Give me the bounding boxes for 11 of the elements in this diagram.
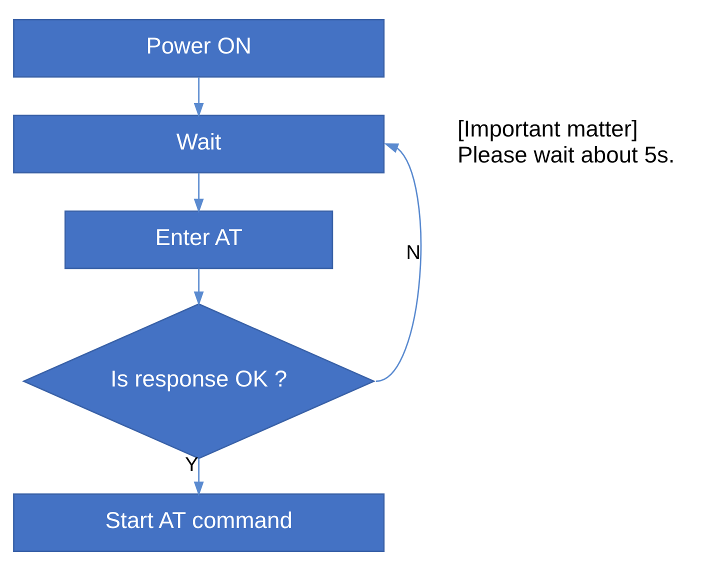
arrow [194,268,204,306]
node-box: Wait [13,114,385,173]
edge-label: N [406,241,421,264]
arrow [194,458,204,496]
node-box: Start AT command [13,492,385,552]
node-box: Enter AT [64,210,334,269]
arrow [376,142,422,382]
arrow [194,76,204,117]
label: [Important matter] Please wait about 5s. [457,115,675,167]
node-box: Power ON [13,18,385,78]
arrow [194,172,204,213]
